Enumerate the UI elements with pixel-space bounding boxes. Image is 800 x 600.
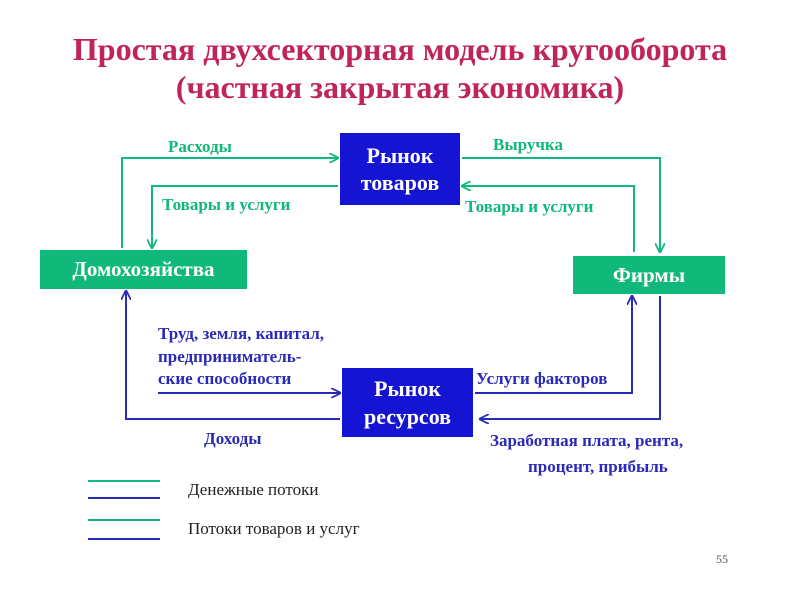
expenses-label: Расходы	[168, 137, 232, 156]
legend-goods-flows: Потоки товаров и услуг	[188, 519, 360, 538]
wages-label-line-2: процент, прибыль	[528, 457, 668, 476]
resources-market-line-2: ресурсов	[363, 403, 452, 429]
factors-label-line-1: Труд, земля, капитал,	[158, 324, 325, 343]
factors-label-line-3: ские способности	[158, 369, 292, 388]
legend-money-flows: Денежные потоки	[188, 480, 319, 499]
goods-services-left-label: Товары и услуги	[162, 195, 291, 214]
factor-services-label: Услуги факторов	[476, 369, 608, 388]
title-line-1: Простая двухсекторная модель кругооборот…	[72, 31, 728, 67]
title-line-2: (частная закрытая экономика)	[175, 69, 625, 105]
wages-label-line-1: Заработная плата, рента,	[490, 431, 684, 450]
revenue-flow-arrow	[462, 157, 660, 252]
goods-from-firms-arrow	[462, 186, 635, 252]
goods-services-right-label: Товары и услуги	[465, 197, 594, 216]
households-box: Домохозяйства	[40, 250, 247, 289]
resources-market-line-1: Рынок	[374, 375, 441, 401]
factor-services-to-firms-arrow	[475, 296, 632, 394]
revenue-label: Выручка	[493, 135, 563, 154]
page-number: 55	[716, 552, 728, 566]
factors-label-line-2: предприниматель-	[158, 347, 302, 366]
incomes-to-households-arrow	[126, 291, 340, 420]
resources-market-box: Рынок ресурсов	[342, 368, 473, 437]
firms-label: Фирмы	[612, 262, 686, 287]
goods-market-box: Рынок товаров	[340, 133, 460, 205]
expenses-flow-arrow	[121, 158, 338, 248]
incomes-label: Доходы	[204, 429, 262, 448]
goods-market-line-2: товаров	[360, 170, 440, 195]
goods-to-households-arrow	[152, 185, 338, 248]
firms-box: Фирмы	[573, 256, 725, 294]
wages-to-market-arrow	[480, 296, 661, 419]
goods-market-line-1: Рынок	[366, 143, 434, 168]
households-label: Домохозяйства	[72, 257, 215, 281]
